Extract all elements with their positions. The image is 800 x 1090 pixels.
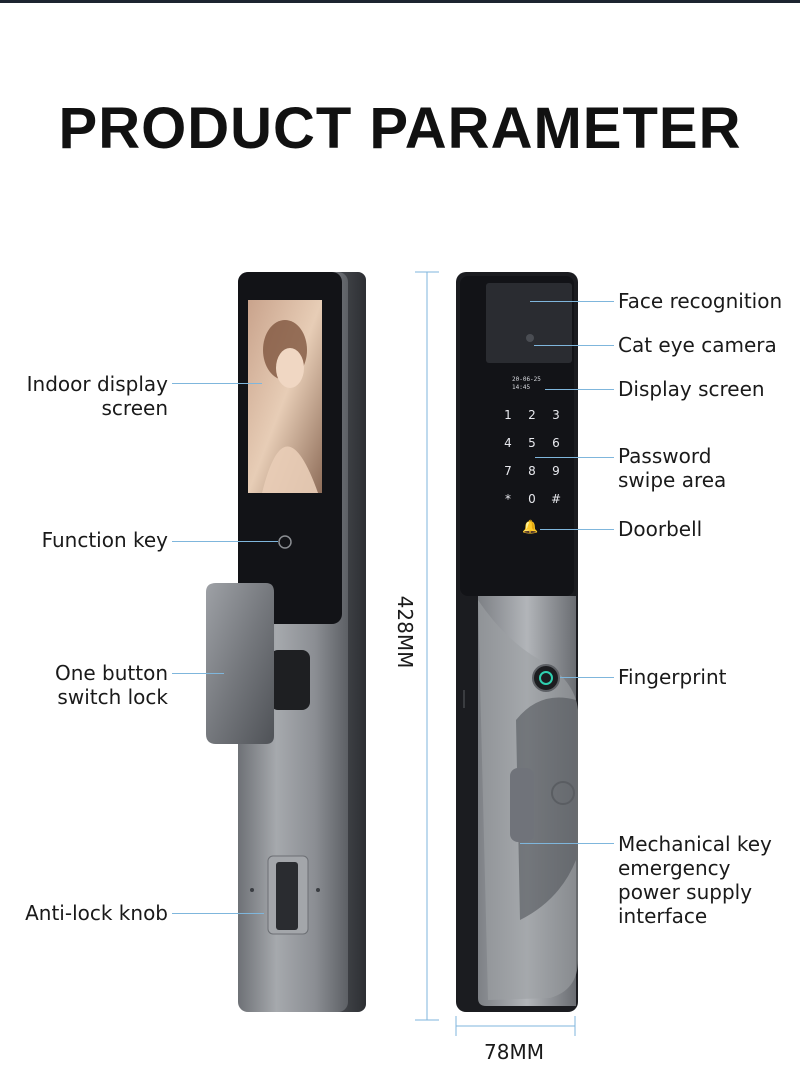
callout-doorbell (540, 529, 614, 530)
mini-display-date: 20-06-25 (512, 376, 541, 383)
label-mechanical-key-line2: emergency (618, 856, 731, 880)
dimension-width: 78MM (484, 1040, 544, 1064)
key-2[interactable]: 2 (528, 408, 536, 422)
key-4[interactable]: 4 (504, 436, 512, 450)
label-fingerprint: Fingerprint (618, 665, 727, 689)
callout-indoor-display (172, 383, 262, 384)
callout-face-recognition (530, 301, 614, 302)
mini-display-time: 14:45 (512, 384, 531, 391)
indoor-lock-body (206, 272, 366, 1012)
label-password-line2: swipe area (618, 468, 727, 492)
label-indoor-display-line2: screen (101, 396, 168, 420)
dimension-lines (415, 271, 576, 1036)
key-6[interactable]: 6 (552, 436, 560, 450)
top-rule (0, 0, 800, 3)
callout-mechanical-key (520, 843, 614, 844)
key-star[interactable]: * (505, 492, 511, 506)
callout-one-button (172, 673, 224, 674)
key-0[interactable]: 0 (528, 492, 536, 506)
doorbell-icon[interactable]: 🔔 (522, 520, 539, 535)
callout-cat-eye-camera (534, 345, 614, 346)
key-hash[interactable]: # (550, 492, 562, 506)
keypad: 1 2 3 4 5 6 7 8 9 * 0 # (496, 408, 568, 506)
label-mechanical-key: Mechanical key emergency power supply in… (618, 832, 798, 928)
label-cat-eye-camera: Cat eye camera (618, 333, 777, 357)
key-3[interactable]: 3 (552, 408, 560, 422)
label-anti-lock: Anti-lock knob (25, 901, 168, 925)
key-9[interactable]: 9 (552, 464, 560, 478)
key-1[interactable]: 1 (504, 408, 512, 422)
key-8[interactable]: 8 (528, 464, 536, 478)
callout-display-screen (545, 389, 614, 390)
dimension-height: 428MM (393, 595, 417, 669)
label-doorbell: Doorbell (618, 517, 703, 541)
label-password: Password swipe area (618, 444, 798, 492)
label-password-line1: Password (618, 444, 712, 468)
key-7[interactable]: 7 (504, 464, 512, 478)
label-one-button-line2: switch lock (57, 685, 168, 709)
callout-anti-lock (172, 913, 264, 914)
callout-fingerprint (560, 677, 614, 678)
label-mechanical-key-line1: Mechanical key (618, 832, 772, 856)
label-display-screen: Display screen (618, 377, 765, 401)
label-function-key: Function key (41, 528, 168, 552)
callout-password (535, 457, 614, 458)
label-one-button-line1: One button (54, 661, 168, 685)
callout-function-key (172, 541, 278, 542)
page-title: PRODUCT PARAMETER (58, 96, 742, 161)
label-indoor-display-line1: Indoor display (26, 372, 168, 396)
mini-display: 20-06-25 14:45 (512, 376, 541, 392)
label-indoor-display: Indoor display screen (10, 372, 168, 420)
label-mechanical-key-line4: interface (618, 904, 708, 928)
label-one-button: One button switch lock (10, 661, 168, 709)
label-face-recognition: Face recognition (618, 289, 783, 313)
label-mechanical-key-line3: power supply (618, 880, 753, 904)
key-5[interactable]: 5 (528, 436, 536, 450)
